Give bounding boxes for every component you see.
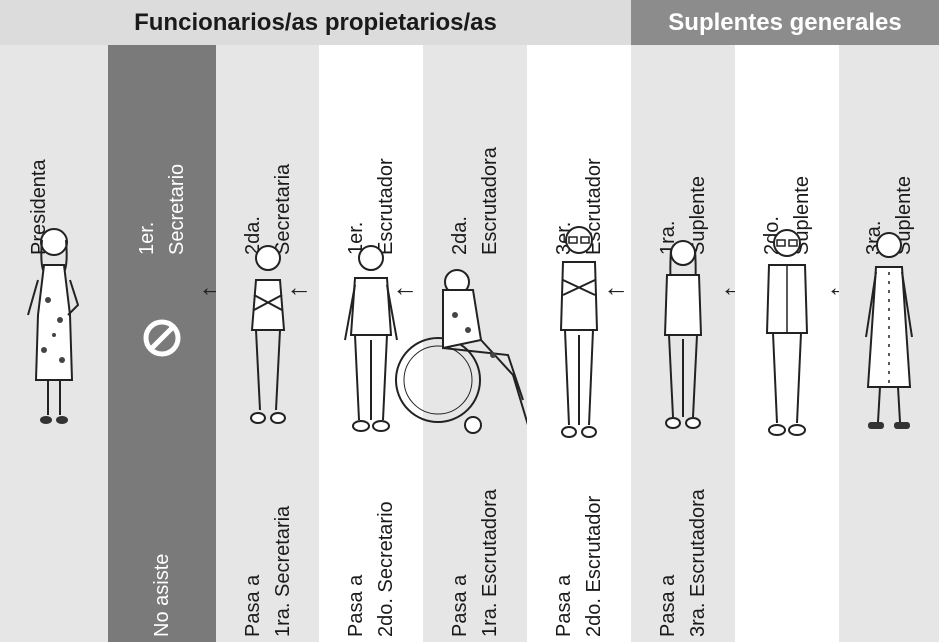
owners-header: Funcionarios/as propietarios/as [0,0,631,45]
column-1er-secretario: 1er.Secretario No asiste [108,45,216,642]
column-2do-suplente: 2do.Suplente [735,45,839,642]
woman-dress-figure [27,228,80,424]
prohibited-icon [143,319,181,357]
role-label: 1ra.Suplente [657,176,709,255]
arrow-icon: ← [603,272,629,302]
role-label: 1er.Secretario [136,163,188,255]
role-label: 2da.Escrutadora [449,147,501,255]
man-shirt-figure [344,245,398,432]
woman-blouse-figure [249,245,286,424]
arrow-icon: ← [286,272,312,302]
column-3ra-suplente: 3ra.Suplente [839,45,939,642]
role-label: 1er.Escrutador [345,158,397,255]
role-label: 2da.Secretaria [241,163,294,255]
arrow-icon: ← [392,272,418,302]
woman-sundress-figure [865,232,913,429]
column-presidenta: Presidenta [0,45,108,642]
woman-jacket-figure [663,240,703,429]
man-glasses-figure [559,226,599,438]
substitutes-header: Suplentes generales [631,0,939,45]
man-buttonup-figure [765,229,809,436]
wheelchair-user-figure [395,269,529,434]
